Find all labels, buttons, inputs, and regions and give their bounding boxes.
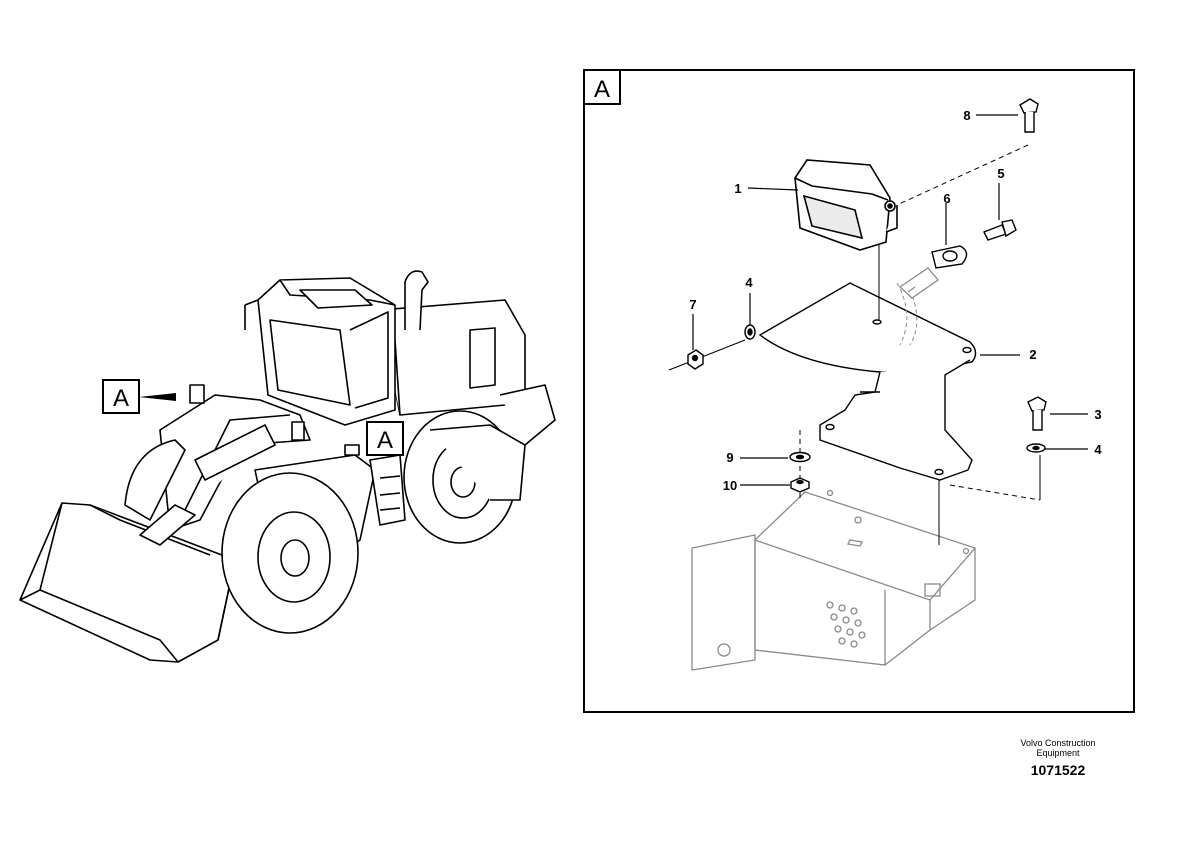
bracket [758,282,977,481]
loader-cab [244,277,396,426]
loader-mount-detail [189,384,360,456]
callout-5: 5 [997,166,1004,181]
loader-far-front-wheel [124,439,186,521]
nut-7 [687,349,704,370]
vent-holes [826,601,866,648]
document-number: 1071522 [1030,762,1086,778]
callout-10: 10 [723,478,737,493]
washer-4-left [744,324,756,340]
nut-10 [790,477,810,493]
overview-marker-center-label: A [377,427,393,454]
wheel-loader-illustration [19,270,556,663]
callout-leaders [692,114,1088,486]
detail-frame [583,69,1135,713]
manufacturer-line-2: Equipment [1036,748,1080,758]
callout-2: 2 [1029,347,1036,362]
callout-9: 9 [726,450,733,465]
overview-marker-left-label: A [113,385,129,412]
loader-exhaust [404,270,429,331]
callout-8: 8 [963,108,970,123]
screw-3 [1027,396,1047,431]
cable-clamp [931,245,968,269]
arrow-icon [139,393,176,401]
overview-marker-left: A [102,379,176,414]
callout-7: 7 [689,297,696,312]
loader-bucket [19,502,236,663]
loader-lift-arms [139,394,311,546]
callout-6: 6 [943,191,950,206]
work-light [794,159,898,251]
screw-5 [983,219,1017,241]
detail-view-label: A [583,69,621,105]
washer-4-right [1026,443,1046,453]
callout-3: 3 [1094,407,1101,422]
detail-view-label-text: A [594,76,610,103]
cable-connector [898,267,939,299]
footer-block: Volvo Construction Equipment 1071522 [993,738,1123,778]
manufacturer-line-1: Volvo Construction [1020,738,1096,748]
callout-1: 1 [734,181,741,196]
overview-marker-center: A [366,421,404,456]
control-box [691,489,977,671]
callout-4-right: 4 [1094,442,1102,457]
washer-9 [789,451,811,463]
loader-front-wheel [221,472,359,634]
callout-4-left: 4 [745,275,753,290]
screw-8 [1019,98,1039,133]
callout-labels: 1 2 3 4 4 5 6 7 8 9 10 [689,108,1102,493]
